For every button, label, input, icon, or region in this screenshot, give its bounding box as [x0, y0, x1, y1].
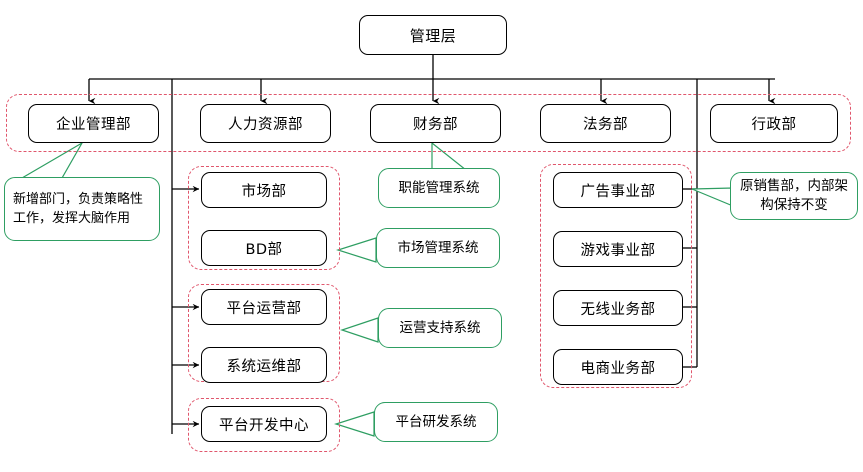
note-functional-management-system[interactable]: 职能管理系统: [378, 168, 500, 208]
tail-ops-support-sys: [340, 317, 379, 343]
group-business-units: [540, 164, 692, 388]
node-bd[interactable]: BD部: [201, 230, 327, 266]
node-ecommerce-bu[interactable]: 电商业务部: [553, 349, 683, 385]
group-market-cluster: [188, 166, 340, 270]
group-level2-departments: [6, 94, 851, 152]
node-wireless-bu[interactable]: 无线业务部: [553, 290, 683, 326]
node-platform-operations[interactable]: 平台运营部: [201, 289, 327, 325]
note-platform-rd-system[interactable]: 平台研发系统: [374, 402, 498, 442]
node-platform-development-center[interactable]: 平台开发中心: [201, 406, 327, 442]
tail-market-mgmt-sys: [336, 237, 377, 263]
note-operations-support-system[interactable]: 运营支持系统: [378, 308, 502, 348]
node-system-maintenance[interactable]: 系统运维部: [201, 347, 327, 383]
node-administration[interactable]: 行政部: [710, 104, 838, 143]
note-market-management-system[interactable]: 市场管理系统: [376, 228, 500, 268]
node-finance[interactable]: 财务部: [370, 104, 501, 143]
node-marketing[interactable]: 市场部: [201, 172, 327, 208]
node-advertising-bu[interactable]: 广告事业部: [553, 172, 683, 208]
tail-platform-rd-sys: [334, 411, 375, 437]
node-game-bu[interactable]: 游戏事业部: [553, 231, 683, 267]
annotation-new-department[interactable]: 新增部门，负责策略性工作，发挥大脑作用: [4, 177, 160, 241]
annotation-former-sales-department[interactable]: 原销售部，内部架构保持不变: [730, 172, 858, 220]
node-corp-management[interactable]: 企业管理部: [28, 104, 159, 143]
node-management-layer[interactable]: 管理层: [359, 15, 507, 55]
tail-sales-org-note: [691, 187, 734, 207]
node-human-resources[interactable]: 人力资源部: [200, 104, 331, 143]
node-legal[interactable]: 法务部: [540, 104, 671, 143]
